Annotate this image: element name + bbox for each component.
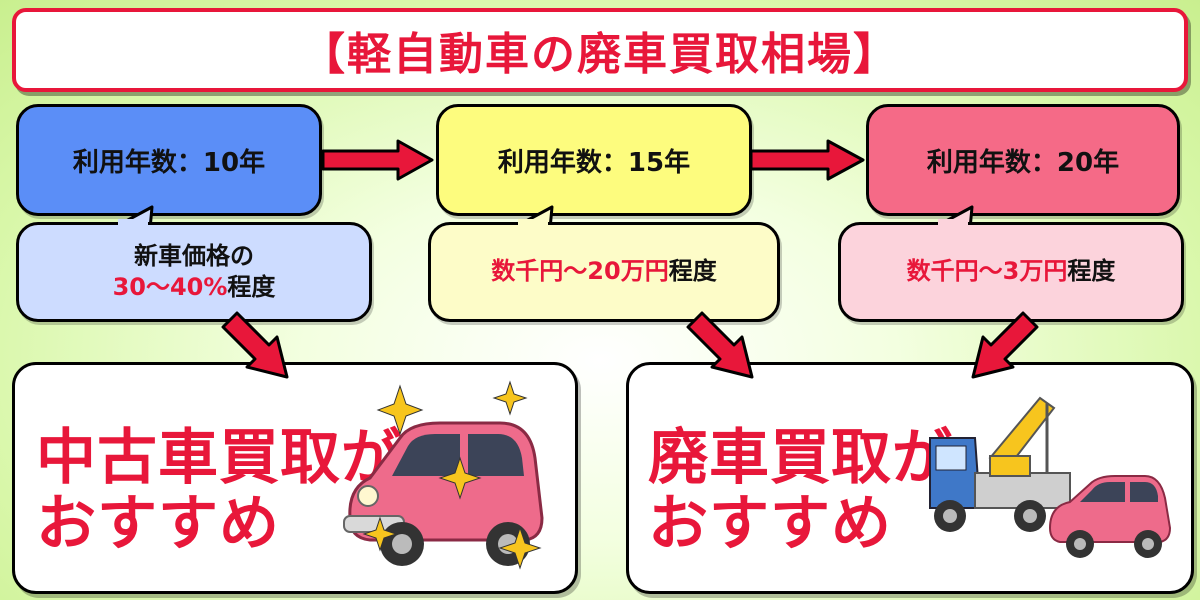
- down-right-arrow-icon: [686, 311, 754, 379]
- price-range: 30～40%: [112, 273, 228, 301]
- bubble-tail-cover: [938, 219, 968, 227]
- stage-20-price-bubble: 数千円～3万円程度: [838, 222, 1184, 322]
- tow-truck-icon: [929, 396, 1172, 558]
- stage-15-price-bubble: 数千円～20万円程度: [428, 222, 780, 322]
- stage-15-years-bubble: 利用年数：15年: [436, 104, 752, 216]
- bubble-tail-cover: [118, 219, 148, 227]
- pink-car-sparkle-icon: [343, 380, 544, 570]
- price-range: 数千円～3万円: [906, 257, 1068, 286]
- down-right-arrow-icon: [221, 311, 289, 379]
- rec-line2: おすすめ: [36, 489, 280, 559]
- right-arrow-icon: [749, 139, 865, 181]
- down-left-arrow-icon: [971, 311, 1039, 379]
- page-title: 【軽自動車の廃車買取相場】: [301, 29, 899, 80]
- scrap-recommendation-text: 廃車買取が おすすめ: [648, 425, 953, 557]
- used-car-recommendation-text: 中古車買取が おすすめ: [36, 425, 402, 557]
- rec-line1: 中古車買取が: [36, 423, 402, 493]
- stage-10-years-bubble: 利用年数：10年: [16, 104, 322, 216]
- bubble-tail-cover: [518, 219, 548, 227]
- price-range: 数千円～20万円: [491, 257, 669, 286]
- price-line1: 新車価格の: [134, 241, 254, 270]
- price-suffix: 程度: [227, 273, 276, 301]
- years-label: 利用年数：20年: [926, 147, 1120, 178]
- stage-10-price-bubble: 新車価格の 30～40%程度: [16, 222, 372, 322]
- rec-line2: おすすめ: [648, 489, 892, 559]
- stage-20-years-bubble: 利用年数：20年: [866, 104, 1180, 216]
- years-label: 利用年数：10年: [72, 147, 266, 178]
- price-suffix: 程度: [668, 257, 717, 286]
- right-arrow-icon: [321, 139, 434, 181]
- years-label: 利用年数：15年: [497, 147, 691, 178]
- price-suffix: 程度: [1067, 257, 1116, 286]
- rec-line1: 廃車買取が: [648, 423, 953, 493]
- title-banner: 【軽自動車の廃車買取相場】: [12, 8, 1188, 92]
- scrap-recommendation-box: [626, 362, 1194, 594]
